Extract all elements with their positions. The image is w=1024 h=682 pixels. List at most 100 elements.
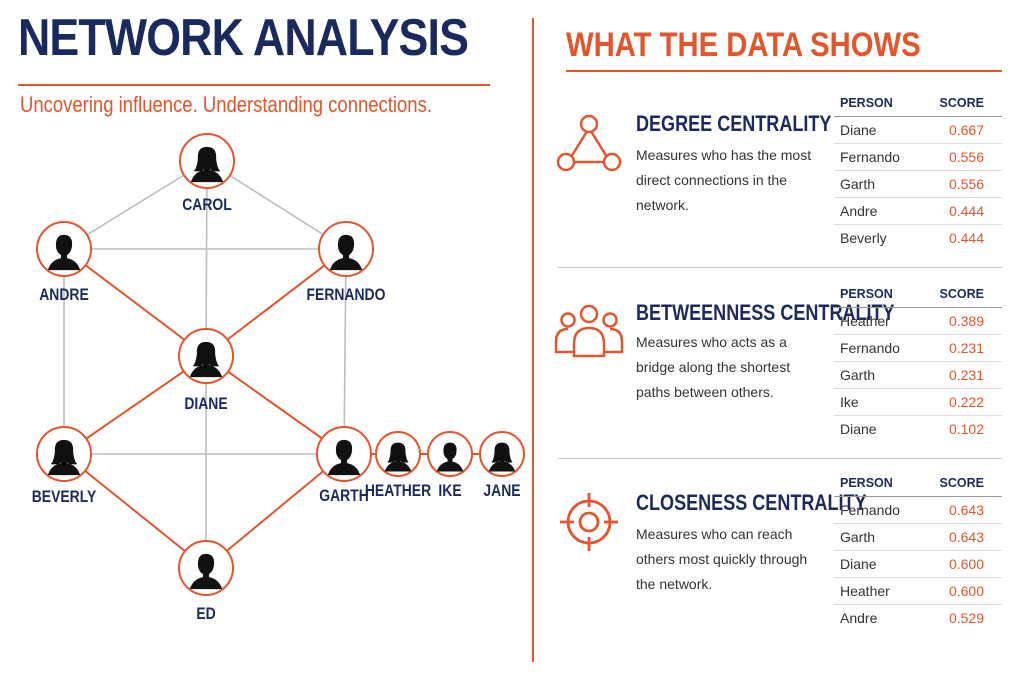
node-jane: JANE bbox=[479, 431, 525, 501]
score-cell: 0.643 bbox=[916, 496, 1002, 524]
node-label: IKE bbox=[438, 482, 461, 501]
person-cell: Heather bbox=[834, 307, 917, 335]
column-header-person: PERSON bbox=[834, 90, 917, 117]
section-title: WHAT THE DATA SHOWS bbox=[566, 26, 921, 64]
edge-diane-beverly bbox=[63, 355, 207, 455]
edge-beverly-ed bbox=[63, 453, 207, 569]
person-cell: Heather bbox=[834, 577, 917, 605]
score-cell: 0.600 bbox=[916, 550, 1002, 578]
node-label: FERNANDO bbox=[307, 286, 386, 305]
node-carol: CAROL bbox=[179, 133, 235, 215]
table-header-row: PERSON SCORE bbox=[834, 90, 1002, 117]
table-row: Beverly 0.444 bbox=[834, 225, 1002, 252]
node-diane: DIANE bbox=[178, 328, 234, 414]
person-cell: Garth bbox=[834, 361, 917, 389]
people-group-icon bbox=[554, 304, 624, 358]
network-graph: CAROL ANDRE FERNANDO DIANE BEVERLY GARTHHEATH… bbox=[32, 133, 525, 624]
node-fernando: FERNANDO bbox=[307, 221, 386, 305]
score-cell: 0.556 bbox=[916, 170, 1002, 198]
score-cell: 0.389 bbox=[916, 307, 1002, 335]
person-cell: Andre bbox=[834, 197, 917, 225]
score-cell: 0.556 bbox=[916, 143, 1002, 171]
person-cell: Beverly bbox=[840, 230, 887, 246]
score-cell: 0.222 bbox=[916, 388, 1002, 416]
edge-fernando-diane bbox=[205, 248, 347, 357]
node-beverly: BEVERLY bbox=[32, 426, 97, 507]
person-cell: Fernando bbox=[834, 143, 917, 171]
section-separator bbox=[558, 458, 1002, 459]
node-label: GARTH bbox=[319, 487, 369, 506]
table-row: Andre 0.529 bbox=[834, 605, 1002, 632]
metric-description-closeness: Measures who can reach others most quick… bbox=[636, 526, 808, 592]
node-garth: GARTH bbox=[316, 426, 372, 506]
edge-diane-garth bbox=[205, 355, 345, 455]
node-label: HEATHER bbox=[365, 482, 431, 501]
metric-title-closeness: CLOSENESS CENTRALITY bbox=[636, 490, 867, 515]
node-heather: HEATHER bbox=[365, 431, 431, 501]
column-divider bbox=[532, 18, 534, 662]
table-header-row: PERSON SCORE bbox=[834, 470, 1002, 497]
score-cell: 0.102 bbox=[948, 421, 984, 437]
score-cell: 0.231 bbox=[916, 361, 1002, 389]
score-cell: 0.643 bbox=[916, 523, 1002, 551]
column-header-score: SCORE bbox=[916, 470, 1002, 497]
person-cell: Ike bbox=[834, 388, 917, 416]
column-header-score: SCORE bbox=[916, 90, 1002, 117]
score-cell: 0.444 bbox=[948, 230, 984, 246]
section-title-underline bbox=[566, 70, 1002, 72]
node-label: DIANE bbox=[184, 395, 227, 414]
score-cell: 0.231 bbox=[916, 334, 1002, 362]
metric-description-betweenness: Measures who acts as a bridge along the … bbox=[636, 334, 791, 400]
page-title: NETWORK ANALYSIS bbox=[18, 9, 469, 67]
column-header-person: PERSON bbox=[834, 470, 917, 497]
node-ed: ED bbox=[178, 540, 234, 624]
node-label: ED bbox=[196, 605, 215, 624]
column-header-person: PERSON bbox=[834, 281, 917, 308]
node-andre: ANDRE bbox=[36, 221, 92, 305]
person-cell: Diane bbox=[834, 550, 917, 578]
edge-garth-ed bbox=[205, 453, 345, 569]
person-cell: Fernando bbox=[834, 496, 917, 524]
score-cell: 0.444 bbox=[916, 197, 1002, 225]
column-header-score: SCORE bbox=[916, 281, 1002, 308]
title-underline bbox=[18, 84, 490, 86]
page-subtitle: Uncovering influence. Understanding conn… bbox=[20, 92, 432, 117]
person-cell: Garth bbox=[834, 170, 917, 198]
node-label: JANE bbox=[483, 482, 520, 501]
node-label: ANDRE bbox=[39, 286, 89, 305]
node-ike: IKE bbox=[427, 431, 473, 501]
metric-description-degree: Measures who has the most direct connect… bbox=[636, 147, 812, 213]
person-cell: Diane bbox=[834, 116, 917, 144]
edge-carol-diane bbox=[205, 160, 208, 357]
edge-layer bbox=[63, 160, 502, 569]
edge-fernando-garth bbox=[343, 248, 347, 455]
node-layer: CAROL ANDRE FERNANDO DIANE BEVERLY GARTHHEATH… bbox=[32, 133, 525, 624]
node-label: CAROL bbox=[182, 196, 232, 215]
crosshair-target-icon bbox=[560, 493, 618, 551]
table-header-row: PERSON SCORE bbox=[834, 281, 1002, 308]
person-cell: Garth bbox=[834, 523, 917, 551]
person-cell: Fernando bbox=[834, 334, 917, 362]
person-cell: Andre bbox=[840, 610, 878, 626]
node-label: BEVERLY bbox=[32, 488, 97, 507]
section-separator bbox=[558, 267, 1002, 268]
score-cell: 0.600 bbox=[916, 577, 1002, 605]
metric-title-degree: DEGREE CENTRALITY bbox=[636, 111, 832, 136]
triangle-network-icon bbox=[556, 114, 622, 172]
score-cell: 0.529 bbox=[948, 610, 984, 626]
